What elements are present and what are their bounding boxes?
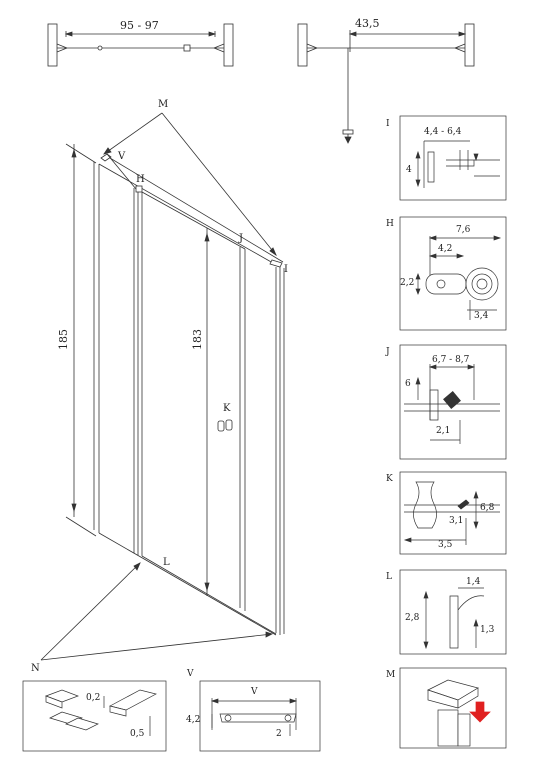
callout-h: H	[136, 174, 145, 185]
callout-l: L	[163, 557, 170, 568]
detail-v-drawing	[199, 680, 321, 752]
detail-l-small: 1,3	[480, 625, 495, 635]
detail-j-label: J	[386, 347, 390, 357]
detail-h-inner: 4,2	[438, 244, 453, 254]
detail-n-dim-a: 0,2	[86, 693, 101, 703]
total-height-dim: 185	[57, 329, 70, 350]
detail-l-label: L	[386, 572, 392, 582]
callout-m: M	[158, 99, 169, 110]
top-view-left	[47, 23, 234, 67]
detail-l-top: 1,4	[466, 577, 481, 587]
detail-h-drawing	[399, 216, 507, 331]
detail-i-height: 4	[406, 165, 412, 175]
detail-h-label: H	[386, 219, 394, 229]
detail-j-gap: 2,1	[436, 426, 451, 436]
door-height-dim: 183	[191, 329, 204, 350]
top-right-depth-dim: 43,5	[355, 17, 380, 30]
detail-v-height: 4,2	[186, 715, 201, 725]
detail-k-height: 6,8	[480, 503, 495, 513]
top-left-width-dim: 95 - 97	[120, 19, 159, 32]
detail-j-width: 6,7 - 8,7	[432, 355, 470, 365]
detail-l-height: 2,8	[405, 613, 420, 623]
detail-i-drawing	[399, 115, 507, 201]
callout-k: K	[223, 403, 231, 414]
detail-v-width: V	[251, 687, 258, 697]
detail-k-width: 3,5	[438, 540, 453, 550]
callout-v: V	[118, 151, 126, 162]
detail-k-drawing	[399, 471, 507, 555]
detail-h-small: 3,4	[474, 311, 489, 321]
detail-j-height: 6	[405, 379, 411, 389]
detail-m-label: M	[386, 670, 396, 680]
detail-i-label: I	[386, 119, 390, 129]
callout-i: I	[284, 264, 288, 275]
detail-n-drawing	[22, 680, 167, 752]
detail-k-label: K	[386, 474, 393, 484]
detail-v-small: 2	[276, 729, 282, 739]
detail-m-drawing	[399, 667, 507, 749]
shower-door-isometric	[40, 112, 285, 661]
detail-h-height: 2,2	[400, 278, 415, 288]
detail-j-drawing	[399, 344, 507, 460]
detail-l-drawing	[399, 569, 507, 655]
callout-j: J	[239, 233, 244, 244]
top-view-right	[297, 23, 475, 144]
callout-n: N	[31, 663, 40, 674]
detail-k-inner: 3,1	[449, 516, 464, 526]
detail-n-dim-b: 0,5	[130, 729, 145, 739]
detail-v-label: V	[187, 669, 194, 679]
detail-i-width: 4,4 - 6,4	[424, 127, 462, 137]
detail-h-total: 7,6	[456, 225, 471, 235]
